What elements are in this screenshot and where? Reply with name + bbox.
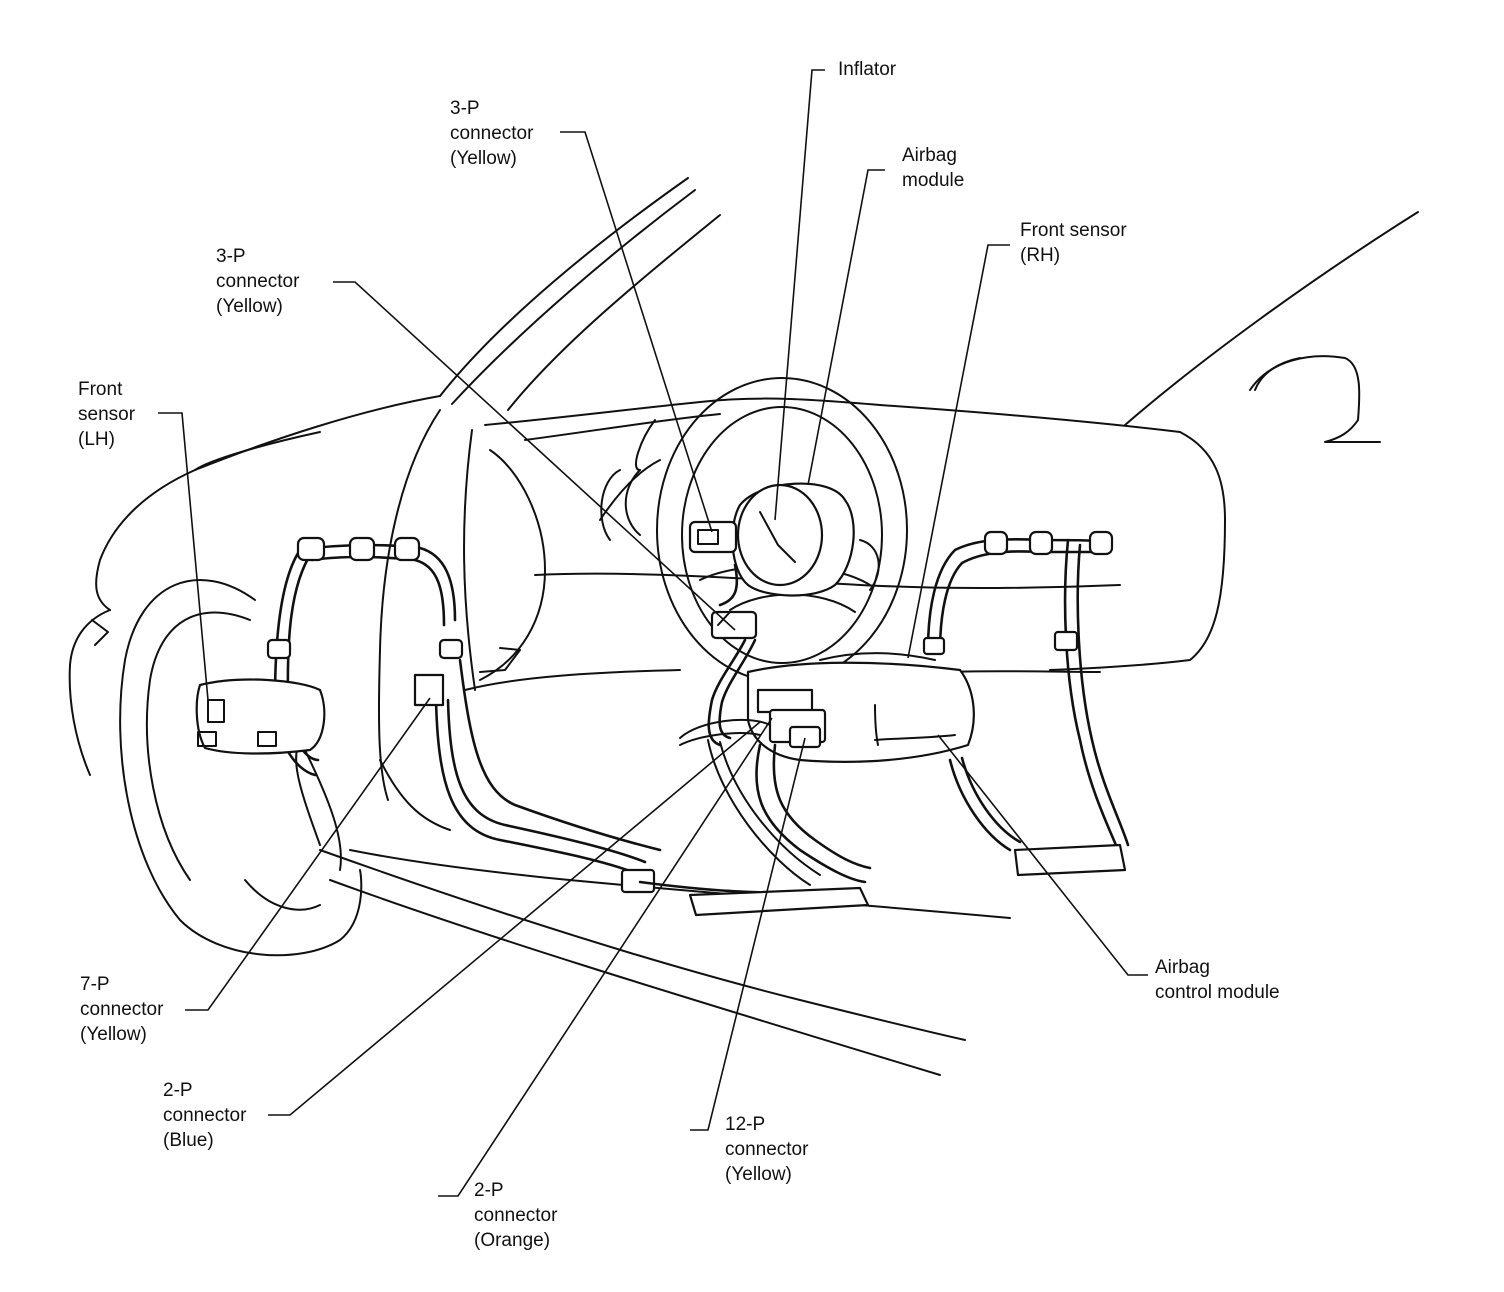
label-3p-dash-line2: connector — [216, 271, 300, 292]
label-inflator: Inflator — [838, 57, 896, 82]
leader-lines — [158, 69, 1148, 1197]
label-3p-connector-dash: 3-P connector (Yellow) — [216, 244, 299, 319]
label-3p-connector-steering: 3-P connector (Yellow) — [450, 96, 533, 171]
label-12p-line1: 12-P — [725, 1114, 766, 1135]
leader-front-sensor-rh — [907, 244, 1010, 659]
label-front-sensor-lh-line2: sensor — [78, 404, 136, 425]
label-front-sensor-rh-line1: Front sensor — [1020, 220, 1127, 241]
label-front-sensor-rh: Front sensor (RH) — [1020, 218, 1127, 268]
label-airbag-module: Airbag module — [902, 143, 964, 193]
leader-acm — [937, 734, 1148, 976]
label-2p-blue-line2: connector — [163, 1105, 247, 1126]
label-7p-line1: 7-P — [80, 974, 110, 995]
label-2p-orange-line3: (Orange) — [474, 1230, 551, 1251]
front-sensor-lh-drawing — [195, 678, 326, 755]
leader-3p-top — [560, 131, 713, 533]
label-7p-connector: 7-P connector (Yellow) — [80, 972, 163, 1047]
front-wheel — [119, 579, 363, 957]
leader-inflator — [774, 69, 825, 521]
label-3p-steering-line3: (Yellow) — [450, 148, 517, 169]
label-2p-blue-line1: 2-P — [163, 1080, 193, 1101]
label-front-sensor-lh: Front sensor (LH) — [78, 377, 135, 452]
label-airbag-module-line2: module — [902, 170, 965, 191]
label-7p-line2: connector — [80, 999, 164, 1020]
label-12p-line2: connector — [725, 1139, 809, 1160]
label-3p-steering-line2: connector — [450, 123, 534, 144]
label-front-sensor-lh-line1: Front — [78, 379, 123, 400]
label-airbag-module-line1: Airbag — [902, 145, 957, 166]
label-3p-dash-line1: 3-P — [216, 246, 246, 267]
label-12p-connector: 12-P connector (Yellow) — [725, 1112, 808, 1187]
harness-lh — [266, 536, 870, 917]
leader-3p-left — [333, 281, 736, 631]
leader-2p-blue — [268, 721, 761, 1116]
label-12p-line3: (Yellow) — [725, 1164, 792, 1185]
harness-rh — [922, 530, 1130, 877]
leader-7p — [185, 697, 431, 1011]
label-2p-blue-line3: (Blue) — [163, 1130, 214, 1151]
label-acm-line1: Airbag — [1155, 957, 1210, 978]
label-2p-connector-orange: 2-P connector (Orange) — [474, 1178, 557, 1253]
label-2p-connector-blue: 2-P connector (Blue) — [163, 1078, 246, 1153]
leader-12p — [690, 737, 806, 1131]
label-2p-orange-line2: connector — [474, 1205, 558, 1226]
airbag-module-drawing — [731, 482, 855, 597]
label-airbag-control-module: Airbag control module — [1155, 955, 1280, 1005]
label-3p-steering-line1: 3-P — [450, 98, 480, 119]
label-7p-line3: (Yellow) — [80, 1024, 147, 1045]
leader-front-sensor-lh — [158, 412, 209, 701]
airbag-control-module-drawing — [679, 652, 975, 763]
leader-airbag-module — [807, 169, 885, 486]
label-acm-line2: control module — [1155, 982, 1280, 1003]
leader-2p-orange — [438, 717, 773, 1197]
label-front-sensor-lh-line3: (LH) — [78, 429, 115, 450]
label-3p-dash-line3: (Yellow) — [216, 296, 283, 317]
label-inflator-line1: Inflator — [838, 59, 897, 80]
label-2p-orange-line1: 2-P — [474, 1180, 504, 1201]
label-front-sensor-rh-line2: (RH) — [1020, 245, 1061, 266]
